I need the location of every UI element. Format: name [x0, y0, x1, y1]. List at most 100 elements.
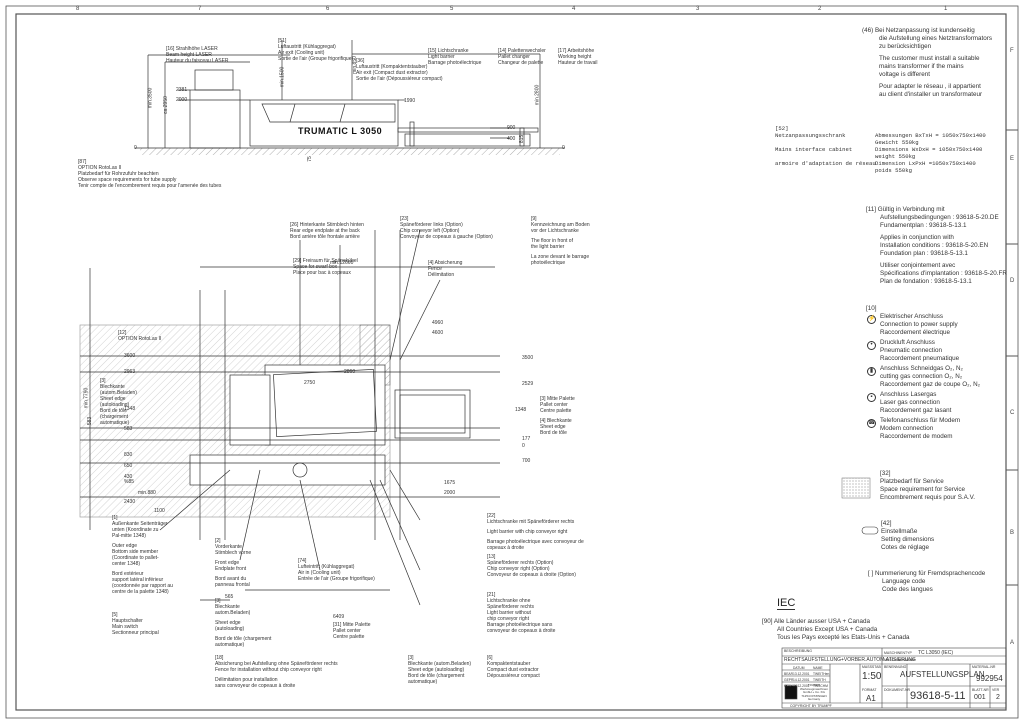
note-air-in: [74]Lufteintritt (Kühlaggregat)Air in (C… — [298, 558, 375, 582]
sheet-label: BLATT-NR — [972, 688, 989, 692]
column-label: 7 — [198, 6, 202, 12]
dimension-label: 400 — [507, 136, 516, 142]
column-label: 2 — [818, 6, 822, 12]
note-chip-conveyor-right: [13]Späneförderer rechts (Option)Chip co… — [487, 554, 576, 578]
dimension-label: 2750 — [304, 380, 316, 386]
dimension-label: 830 — [124, 452, 133, 458]
dimension-label: 650 — [124, 463, 133, 469]
machine-brand-label: TRUMATIC L 3050 — [298, 126, 383, 136]
drawing-name: AUFSTELLUNGSPLAN — [900, 670, 985, 679]
dimension-label: 3600 — [124, 353, 136, 359]
dimension-label: 3500 — [522, 355, 534, 361]
note-light-barrier-with-conveyor: [22]Lichtschranke mit Späneförderer rech… — [487, 513, 584, 551]
service-area-swatch — [841, 477, 871, 499]
dimension-label: min.3500 — [147, 87, 154, 109]
column-label: 6 — [326, 6, 330, 12]
material-label: MATERIAL-NR — [972, 665, 996, 669]
dimension-label: %85 — [124, 479, 135, 485]
dimension-label: 583 — [124, 426, 133, 432]
dimension-label: 2860 — [344, 369, 356, 375]
dimension-label: min.880 — [138, 490, 156, 496]
electric-connection-icon: ⚡ — [867, 315, 876, 324]
note-air-exit-cooling: [51]Luftaustritt (Kühlaggregat)Air exit … — [278, 38, 354, 62]
row-label: D — [1010, 278, 1015, 284]
iec-label: IEC — [777, 597, 796, 610]
column-label: 3 — [696, 6, 700, 12]
dimension-label: 900 — [507, 125, 516, 131]
dimension-label: 700 — [522, 458, 531, 464]
description: RECHTSAUFSTELLUNG+VORBER.AUTOM.ATISIERUN… — [784, 657, 916, 663]
dimension-label: 2381 — [176, 87, 188, 93]
note-fence-without-conveyor: [18]Absicherung bei Aufstellung ohne Spä… — [215, 655, 338, 689]
dimension-label: 0 — [134, 145, 137, 151]
dimension-label: 75 — [306, 156, 313, 162]
sheet-number: 001 — [974, 694, 986, 701]
format: A1 — [866, 694, 876, 703]
version-label: VER — [992, 688, 1000, 692]
dimension-label: 583 — [87, 416, 94, 426]
version: 2 — [996, 694, 1000, 701]
machine-type: TC L3050 (IEC) — [918, 650, 954, 656]
copyright: COPYRIGHT BY TRUMPF — [790, 704, 832, 708]
name-label: BENENNUNG — [884, 665, 907, 669]
pneumatic-connection-icon: • — [867, 341, 876, 350]
row-label: E — [1010, 156, 1015, 162]
dimension-label: min.2800 — [534, 84, 541, 106]
modem-icon: ☎ — [867, 419, 876, 428]
document-number: 93618-5-11 — [910, 690, 966, 702]
description-label: BESCHREIBUNG — [784, 649, 813, 653]
document-number-label: DOKUMENT-NR — [884, 688, 911, 692]
column-label: 1 — [944, 6, 948, 12]
dimension-label: 1348 — [124, 406, 136, 412]
dimension-label: 0 — [522, 443, 525, 449]
note-rotolas: [12]OPTION RotoLas II — [118, 330, 162, 342]
setting-dimension-symbol — [861, 526, 879, 535]
row-label: C — [1010, 410, 1015, 416]
dimension-label: 815 — [519, 134, 526, 144]
row-label: F — [1010, 48, 1014, 54]
dimension-label: min.1500 — [279, 66, 286, 88]
company-logo: TRUMPF — [785, 683, 798, 687]
dimension-label: min.12660 — [330, 260, 354, 266]
note-sheet-edge-left: [3]Blechkante(autom.Beladen)Sheet edge(a… — [100, 378, 137, 426]
dimension-label: 0 — [562, 145, 565, 151]
dimension-label: 6409 — [333, 614, 345, 620]
side-view — [135, 40, 565, 155]
dimension-label: 565 — [225, 594, 234, 600]
dimension-label: 1675 — [444, 480, 456, 486]
laser-gas-icon: ▪ — [867, 393, 876, 402]
dimension-label: 1990 — [404, 98, 416, 104]
format-label: FORMAT — [862, 688, 877, 692]
drawing-frame — [5, 5, 1019, 719]
scale-label: MASSSTAB — [862, 665, 881, 669]
dimension-label: 1100 — [154, 508, 165, 514]
material-number: 992954 — [976, 674, 1003, 683]
